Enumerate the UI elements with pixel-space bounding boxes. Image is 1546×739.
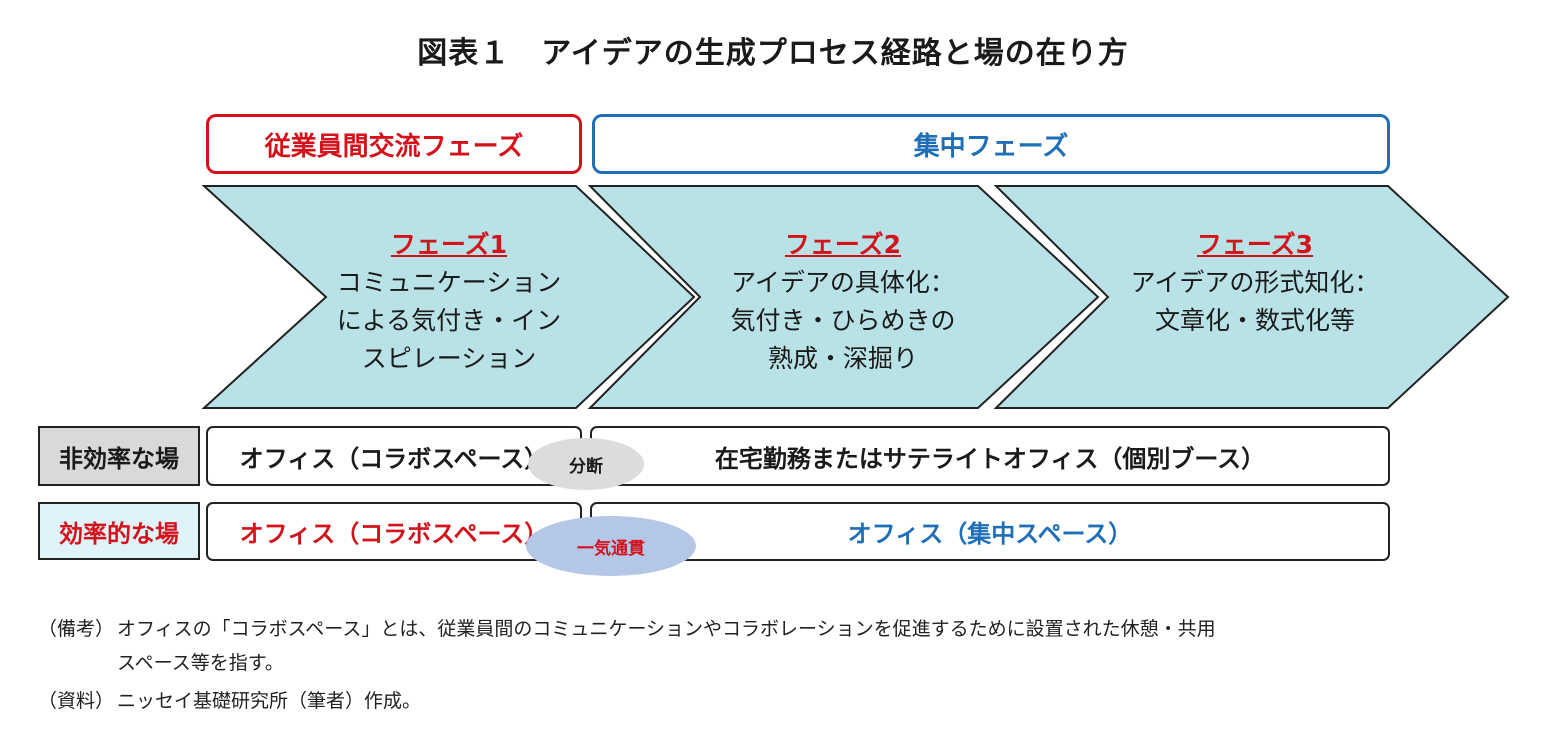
split-connector: 分断 [528, 438, 644, 490]
source-note: （資料）ニッセイ基礎研究所（筆者）作成。 [38, 684, 421, 718]
phase-2-line: アイデアの具体化： [731, 268, 955, 297]
remark-note-continued: スペース等を指す。 [117, 652, 284, 674]
remark-text: オフィスの「コラボスペース」とは、従業員間のコミュニケーションやコラボレーション… [117, 618, 1216, 640]
phase-group-interaction: 従業員間交流フェーズ [206, 114, 582, 174]
source-text: ニッセイ基礎研究所（筆者）作成。 [117, 690, 422, 712]
phase-2-chevron [587, 185, 1100, 409]
seamless-connector: 一気通貫 [526, 516, 696, 576]
efficient-right-box: オフィス（集中スペース） [590, 502, 1390, 561]
efficient-left-box: オフィス（コラボスペース） [206, 502, 582, 561]
figure-title: 図表１ アイデアの生成プロセス経路と場の在り方 [417, 36, 1129, 71]
source-tag: （資料） [38, 690, 115, 712]
phase-3-name: フェーズ3 [1196, 230, 1314, 259]
inefficient-right-box: 在宅勤務またはサテライトオフィス（個別ブース） [590, 426, 1390, 486]
phase-1-name: フェーズ1 [390, 230, 508, 259]
phase-2-name: フェーズ2 [784, 230, 902, 259]
phase-3-line: 文章化・数式化等 [1154, 306, 1355, 335]
remark-tag: （備考） [38, 618, 115, 640]
phase-1-line: コミュニケーション [336, 268, 562, 297]
efficient-place-label: 効率的な場 [38, 502, 200, 560]
phase-1-line: スピレーション [361, 344, 537, 373]
phase-3-text: フェーズ3 アイデアの形式知化： 文章化・数式化等 [1110, 226, 1400, 340]
phase-1-chevron [201, 185, 696, 409]
phase-group-focus: 集中フェーズ [592, 114, 1390, 174]
phase-2-line: 気付き・ひらめきの [730, 306, 956, 335]
phase-2-line: 熟成・深掘り [767, 344, 918, 373]
phase-3-chevron [993, 185, 1510, 409]
phase-2-text: フェーズ2 アイデアの具体化： 気付き・ひらめきの 熟成・深掘り [718, 226, 968, 378]
phase-1-line: による気付き・イン [336, 306, 562, 335]
phase-3-line: アイデアの形式知化： [1130, 268, 1380, 297]
inefficient-left-box: オフィス（コラボスペース） [206, 426, 582, 486]
remark-note: （備考）オフィスの「コラボスペース」とは、従業員間のコミュニケーションやコラボレ… [38, 612, 1216, 646]
phase-1-text: フェーズ1 コミュニケーション による気付き・イン スピレーション [318, 226, 580, 378]
inefficient-place-label: 非効率な場 [38, 426, 200, 486]
